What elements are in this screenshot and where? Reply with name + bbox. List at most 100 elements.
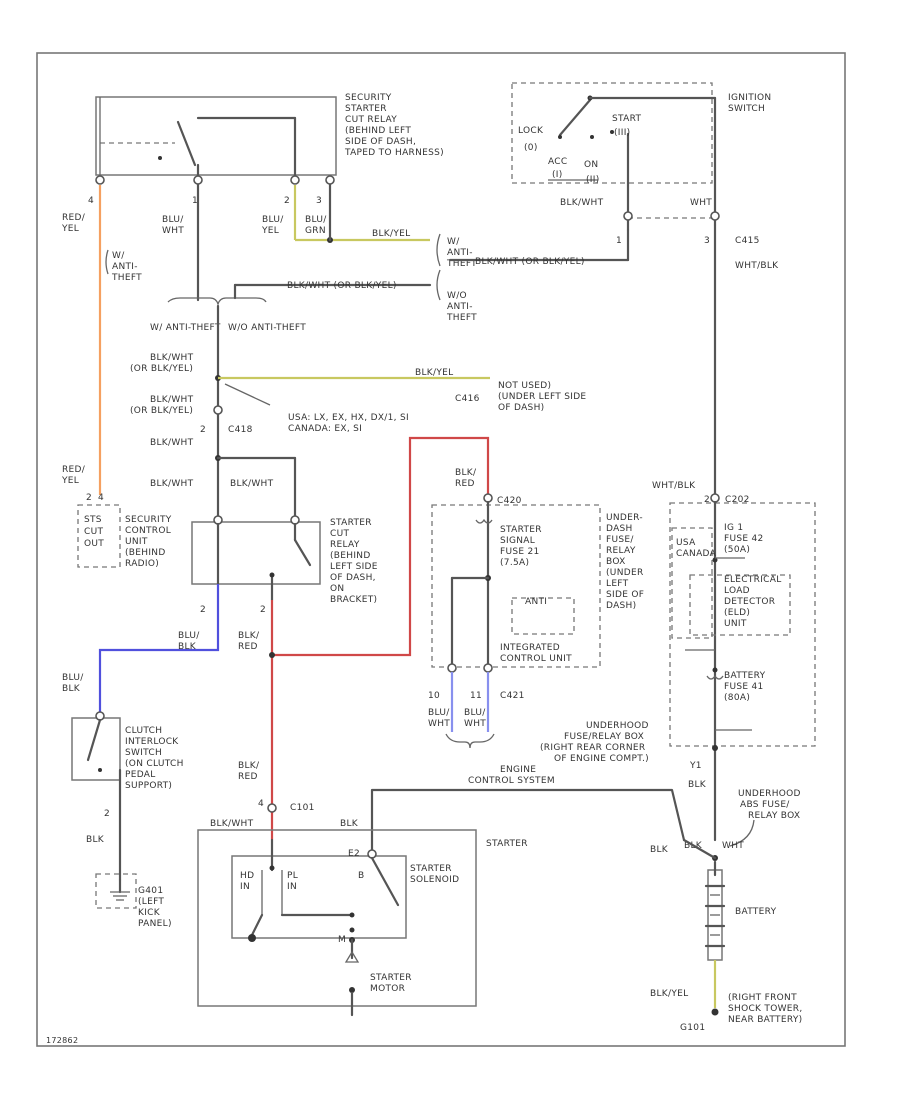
c202-label: C202: [725, 495, 750, 505]
wht-batt-label: WHT: [722, 841, 744, 851]
blk-y1-label: BLK: [688, 780, 707, 790]
sw-ii-label: (II): [586, 175, 600, 185]
pin-2-c418: 2: [200, 425, 206, 435]
usa-canada-box: [671, 527, 713, 639]
pin-b-label: B: [358, 871, 364, 881]
pin-6-label: 4: [258, 799, 264, 809]
blk-clutch: BLK: [86, 835, 105, 845]
c418-label: C418: [228, 425, 253, 435]
w-anti-theft-left: W/ ANTI- THEFT: [111, 251, 142, 283]
pin-2-sts: 2: [86, 493, 92, 503]
pin-3-label: 3: [316, 196, 322, 206]
sw-iii-label: (III): [614, 128, 631, 138]
blu-wht-pair-right: BLU/ WHT: [464, 708, 489, 729]
wht-blk-lower: WHT/BLK: [652, 481, 696, 491]
battery-label: BATTERY: [735, 907, 777, 917]
pin-s-label: E2: [348, 849, 360, 859]
blk-red-fuse: BLK/ RED: [455, 468, 480, 489]
ground-left-label: (LEFT KICK PANEL): [138, 897, 172, 929]
blkwht-stack-2: BLK/WHT (OR BLK/YEL): [130, 395, 197, 416]
pull-in-label: PL IN: [287, 871, 301, 892]
ground-g401-icon: [95, 873, 137, 909]
starter-assembly: [197, 829, 477, 1007]
blkwht-starter: BLK/WHT: [210, 819, 254, 829]
clutch-switch-label: CLUTCH INTERLOCK SWITCH (ON CLUTCH PEDAL…: [125, 726, 187, 791]
underhood-box-label: UNDERHOOD FUSE/RELAY BOX (RIGHT REAR COR…: [540, 721, 652, 764]
blu-wht-pair-left: BLU/ WHT: [428, 708, 453, 729]
underhood-abs-label: UNDERHOOD ABS FUSE/ RELAY BOX: [738, 789, 804, 821]
models-label: USA: LX, EX, HX, DX/1, SI CANADA: EX, SI: [288, 413, 412, 434]
blk-red-upper: BLK/ RED: [238, 631, 263, 652]
security-control-unit-box: [77, 504, 121, 568]
ground-battery-label: (RIGHT FRONT SHOCK TOWER, NEAR BATTERY): [728, 993, 806, 1025]
pin-11-label: 11: [470, 691, 482, 701]
pin-3-ign-label: 3: [704, 236, 710, 246]
wire-blu-yel-label: BLU/ YEL: [261, 215, 287, 236]
blkyel-battery: BLK/YEL: [650, 989, 688, 999]
c416-label: C416: [455, 394, 480, 404]
ignition-switch: [511, 82, 717, 232]
battery-fuse-label: BATTERY FUSE 41 (80A): [724, 671, 769, 703]
sts-code: 4: [98, 493, 104, 503]
security-relay-label: SECURITY STARTER CUT RELAY (BEHIND LEFT …: [344, 93, 444, 158]
hold-in-label: HD IN: [240, 871, 257, 892]
blk-engine-left: BLK: [340, 819, 359, 829]
connector-pin: [290, 175, 300, 185]
blkwht-stack-1: BLK/WHT (OR BLK/YEL): [130, 353, 197, 374]
diagram-frame: [36, 52, 846, 1047]
starter-motor-label: STARTER MOTOR: [370, 973, 415, 994]
ignition-switch-label: IGNITION SWITCH: [728, 93, 775, 114]
blk-engine-right: BLK: [650, 845, 669, 855]
wire-blu-grn-label: BLU/ GRN: [305, 215, 330, 236]
c415-label: C415: [735, 236, 760, 246]
clutch-interlock-switch: [71, 711, 122, 882]
wht-top-label: WHT: [690, 198, 712, 208]
w-anti-theft-right: W/ ANTI- THEFT: [446, 237, 477, 269]
blkwht-left-label: BLK/WHT: [150, 479, 194, 489]
underhood-fuse-box: [669, 502, 816, 747]
eld-unit-label: ELECTRICAL LOAD DETECTOR (ELD) UNIT: [724, 575, 785, 629]
diagram-code: 172862: [46, 1036, 78, 1045]
pin-2-label: 2: [284, 196, 290, 206]
integrated-unit-label: INTEGRATED CONTROL UNIT: [500, 643, 572, 664]
fuse-42-label: IG 1 FUSE 42 (50A): [724, 523, 767, 555]
security-unit-label: SECURITY CONTROL UNIT (BEHIND RADIO): [125, 515, 175, 569]
pin-10-label: 10: [428, 691, 440, 701]
g101-label: G101: [680, 1023, 705, 1033]
sw-lock-label: LOCK: [518, 126, 544, 136]
starter-solenoid-label: STARTER SOLENOID: [410, 864, 459, 885]
wire-blu-wht-label: BLU/ WHT: [162, 215, 187, 236]
sw-acc-label: ACC: [548, 157, 567, 167]
c421-label: C421: [500, 691, 525, 701]
wire-red-yel-label: RED/ YEL: [61, 213, 88, 234]
sw-start-label: START: [612, 114, 641, 124]
wo-anti-theft-inline: W/O ANTI-THEFT: [228, 323, 306, 333]
starter-cut-relay-label: STARTER CUT RELAY (BEHIND LEFT SIDE OF D…: [330, 518, 381, 605]
sw-on-label: ON: [584, 160, 598, 170]
connector-pin: [95, 175, 105, 185]
pin-2-clutch: 2: [104, 809, 110, 819]
usa-canada-label: USA CANADA: [676, 538, 717, 559]
pin-1-ign-label: 1: [616, 236, 622, 246]
c420-label: C420: [497, 496, 522, 506]
pin-2-c202: 2: [704, 495, 710, 505]
under-dash-fuse-box: [431, 504, 601, 668]
not-used-label: NOT USED) (UNDER LEFT SIDE OF DASH): [498, 381, 590, 413]
icu-label: ANTI: [525, 597, 547, 607]
c101-label: C101: [290, 803, 315, 813]
battery: [704, 860, 726, 961]
blkwht-top-label: BLK/WHT: [560, 198, 604, 208]
starter-cut-relay: [191, 515, 321, 602]
blkwht-or-blkyel-upper: BLK/WHT (OR BLK/YEL): [475, 257, 585, 267]
blkwht-right-label: BLK/WHT: [230, 479, 274, 489]
starter-signal-fuse-label: STARTER SIGNAL FUSE 21 (7.5A): [500, 525, 545, 568]
blkyel-top-label: BLK/YEL: [372, 229, 410, 239]
blu-blk-lower: BLU/ BLK: [62, 673, 87, 694]
blkwht-mid-label: BLK/WHT: [150, 438, 194, 448]
wht-blk-upper: WHT/BLK: [735, 261, 779, 271]
pin-2-relay-left: 2: [200, 605, 206, 615]
blk-red-lower: BLK/ RED: [238, 761, 263, 782]
starter-solenoid-box: [231, 855, 407, 939]
security-starter-cut-relay: [95, 96, 337, 177]
